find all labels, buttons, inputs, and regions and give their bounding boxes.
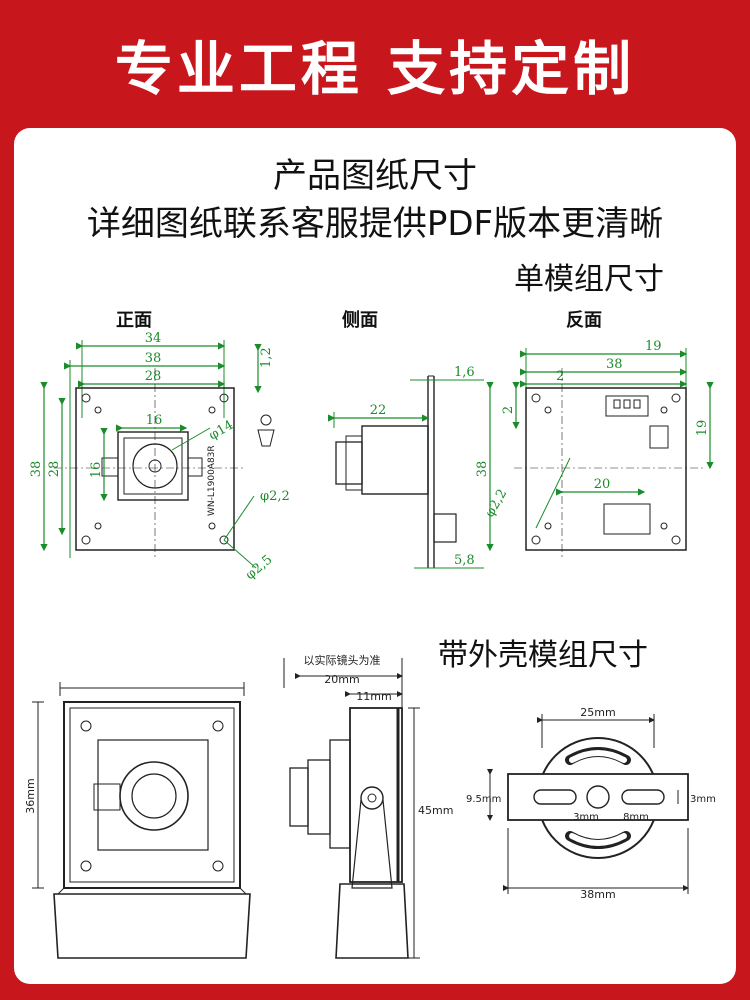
housing-dim-38: 38mm: [580, 888, 615, 901]
housing-dim-3-right: 3mm: [690, 794, 716, 805]
back-dim-38-v: 38: [475, 461, 490, 478]
back-dim-2: 2: [556, 369, 564, 384]
back-view: 19 38 2: [475, 339, 714, 558]
housing-dim-9-5: 9.5mm: [466, 794, 501, 805]
page-subtitle: 详细图纸联系客服提供PDF版本更清晰: [86, 204, 664, 244]
housing-front-view: 36mm: [24, 682, 251, 959]
housing-note: 以实际镜头为准: [304, 653, 381, 667]
housing-dim-8: 8mm: [623, 812, 649, 823]
front-dim-16: 16: [146, 413, 163, 428]
back-view-label: 反面: [566, 310, 602, 331]
back-dim-19: 19: [645, 339, 662, 354]
top-banner: 专业工程 支持定制: [0, 0, 750, 128]
side-view: 22 1,6 5,8: [328, 365, 484, 569]
housing-dim-20: 20mm: [324, 673, 359, 686]
single-module-heading: 单模组尺寸: [514, 262, 664, 297]
front-dim-1-2: 1,2: [259, 347, 274, 368]
front-view-label: 正面: [116, 310, 152, 331]
front-dim-38: 38: [145, 351, 162, 366]
front-dim-28-v: 28: [47, 461, 62, 478]
housing-dim-45: 45mm: [418, 804, 453, 817]
banner-title: 专业工程 支持定制: [114, 35, 636, 103]
housing-module-heading: 带外壳模组尺寸: [438, 638, 648, 673]
housing-dim-25: 25mm: [580, 706, 615, 719]
back-dim-phi2-2: φ2,2: [482, 487, 510, 520]
technical-drawing: 34 38 28 1,2: [24, 331, 716, 959]
front-board-text: WN-L1900A83R: [207, 445, 217, 516]
front-dim-phi2-5: φ2,5: [243, 552, 275, 583]
housing-dim-11: 11mm: [356, 690, 391, 703]
drawing-card: 产品图纸尺寸 详细图纸联系客服提供PDF版本更清晰 单模组尺寸 带外壳模组尺寸 …: [14, 128, 736, 984]
front-dim-38-v: 38: [29, 461, 44, 478]
side-dim-1-6: 1,6: [454, 365, 475, 380]
child-icon: [257, 414, 275, 447]
front-dim-phi2-2: φ2,2: [260, 489, 290, 504]
back-dim-38: 38: [606, 357, 623, 372]
back-dim-19-v: 19: [695, 420, 710, 437]
back-dim-2-v: 2: [501, 406, 516, 414]
side-dim-5-8: 5,8: [454, 553, 475, 568]
housing-base-view: 25mm 9.5mm 3mm 3mm 8mm 38mm: [466, 706, 716, 901]
front-dim-phi14: φ14: [207, 418, 237, 444]
front-dim-34: 34: [145, 331, 162, 346]
back-dim-20: 20: [594, 477, 611, 492]
front-dim-28: 28: [145, 369, 162, 384]
page-title: 产品图纸尺寸: [273, 156, 477, 196]
housing-dim-36: 36mm: [24, 778, 37, 813]
housing-dim-3-center: 3mm: [573, 812, 599, 823]
housing-side-view: 以实际镜头为准 20mm 11mm 45mm: [283, 653, 453, 959]
side-dim-22: 22: [370, 403, 387, 418]
side-view-label: 侧面: [342, 310, 378, 331]
front-dim-16-v: 16: [89, 462, 104, 479]
front-view: 34 38 28 1,2: [29, 331, 290, 583]
